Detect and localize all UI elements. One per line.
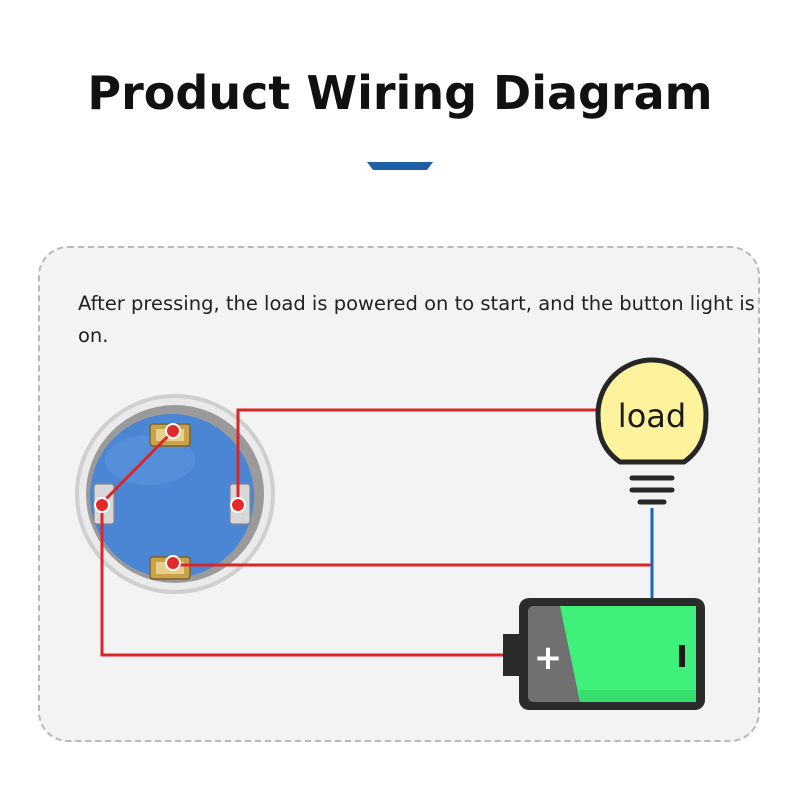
page-title: Product Wiring Diagram <box>87 66 713 120</box>
load-label: load <box>618 397 686 435</box>
battery-plus-sign: + <box>534 638 563 678</box>
red-wires <box>100 408 652 657</box>
panel-description: After pressing, the load is powered on t… <box>78 292 755 347</box>
battery-icon <box>503 598 705 710</box>
connection-dots <box>94 423 246 571</box>
title-accent-bar <box>367 162 433 170</box>
push-button-switch <box>75 394 275 594</box>
load-bulb-icon <box>595 357 709 505</box>
battery-minus-sign <box>679 645 685 667</box>
